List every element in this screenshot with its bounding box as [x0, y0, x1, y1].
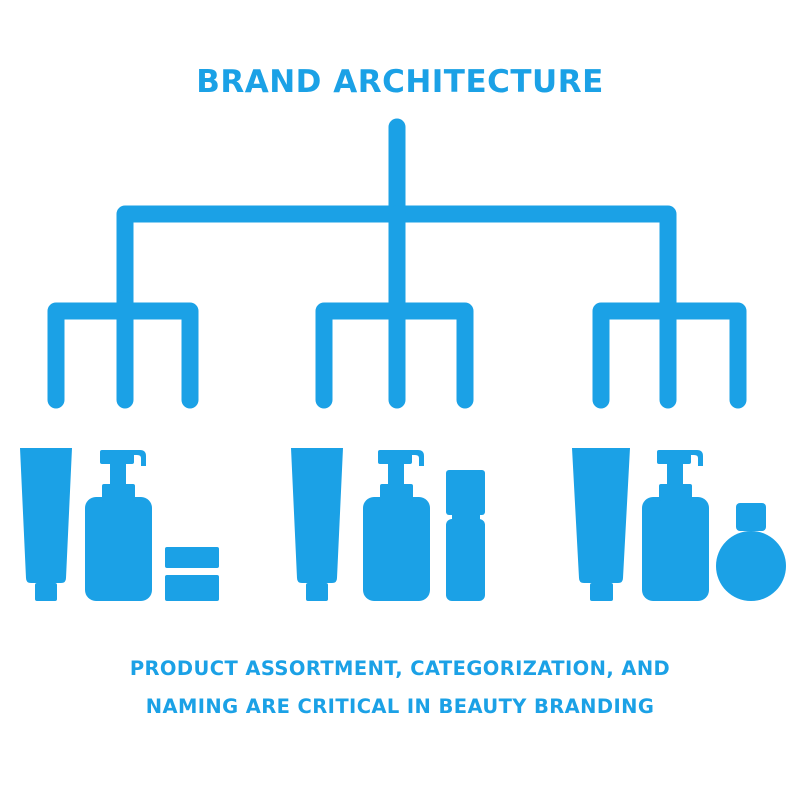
caption-line-2: NAMING ARE CRITICAL IN BEAUTY BRANDING — [145, 695, 655, 718]
perfume-bottle-icon — [716, 503, 786, 601]
pump-bottle-icon — [642, 450, 709, 601]
tube-icon — [20, 448, 72, 601]
pump-bottle-icon — [363, 450, 430, 601]
product-group-3 — [572, 448, 786, 601]
caption: PRODUCT ASSORTMENT, CATEGORIZATION, AND … — [0, 650, 800, 726]
pump-bottle-icon — [85, 450, 152, 601]
product-group-2 — [291, 448, 485, 601]
serum-bottle-icon — [446, 470, 485, 601]
group-2-connector — [315, 291, 474, 409]
product-group-1 — [20, 448, 219, 601]
jar-icon — [165, 547, 219, 601]
diagram-title: BRAND ARCHITECTURE — [196, 64, 604, 100]
group-3-connector — [592, 291, 747, 409]
tree-connectors — [47, 118, 747, 409]
caption-line-1: PRODUCT ASSORTMENT, CATEGORIZATION, AND — [129, 657, 671, 680]
tube-icon — [572, 448, 630, 601]
group-1-connector — [47, 291, 199, 409]
tube-icon — [291, 448, 343, 601]
